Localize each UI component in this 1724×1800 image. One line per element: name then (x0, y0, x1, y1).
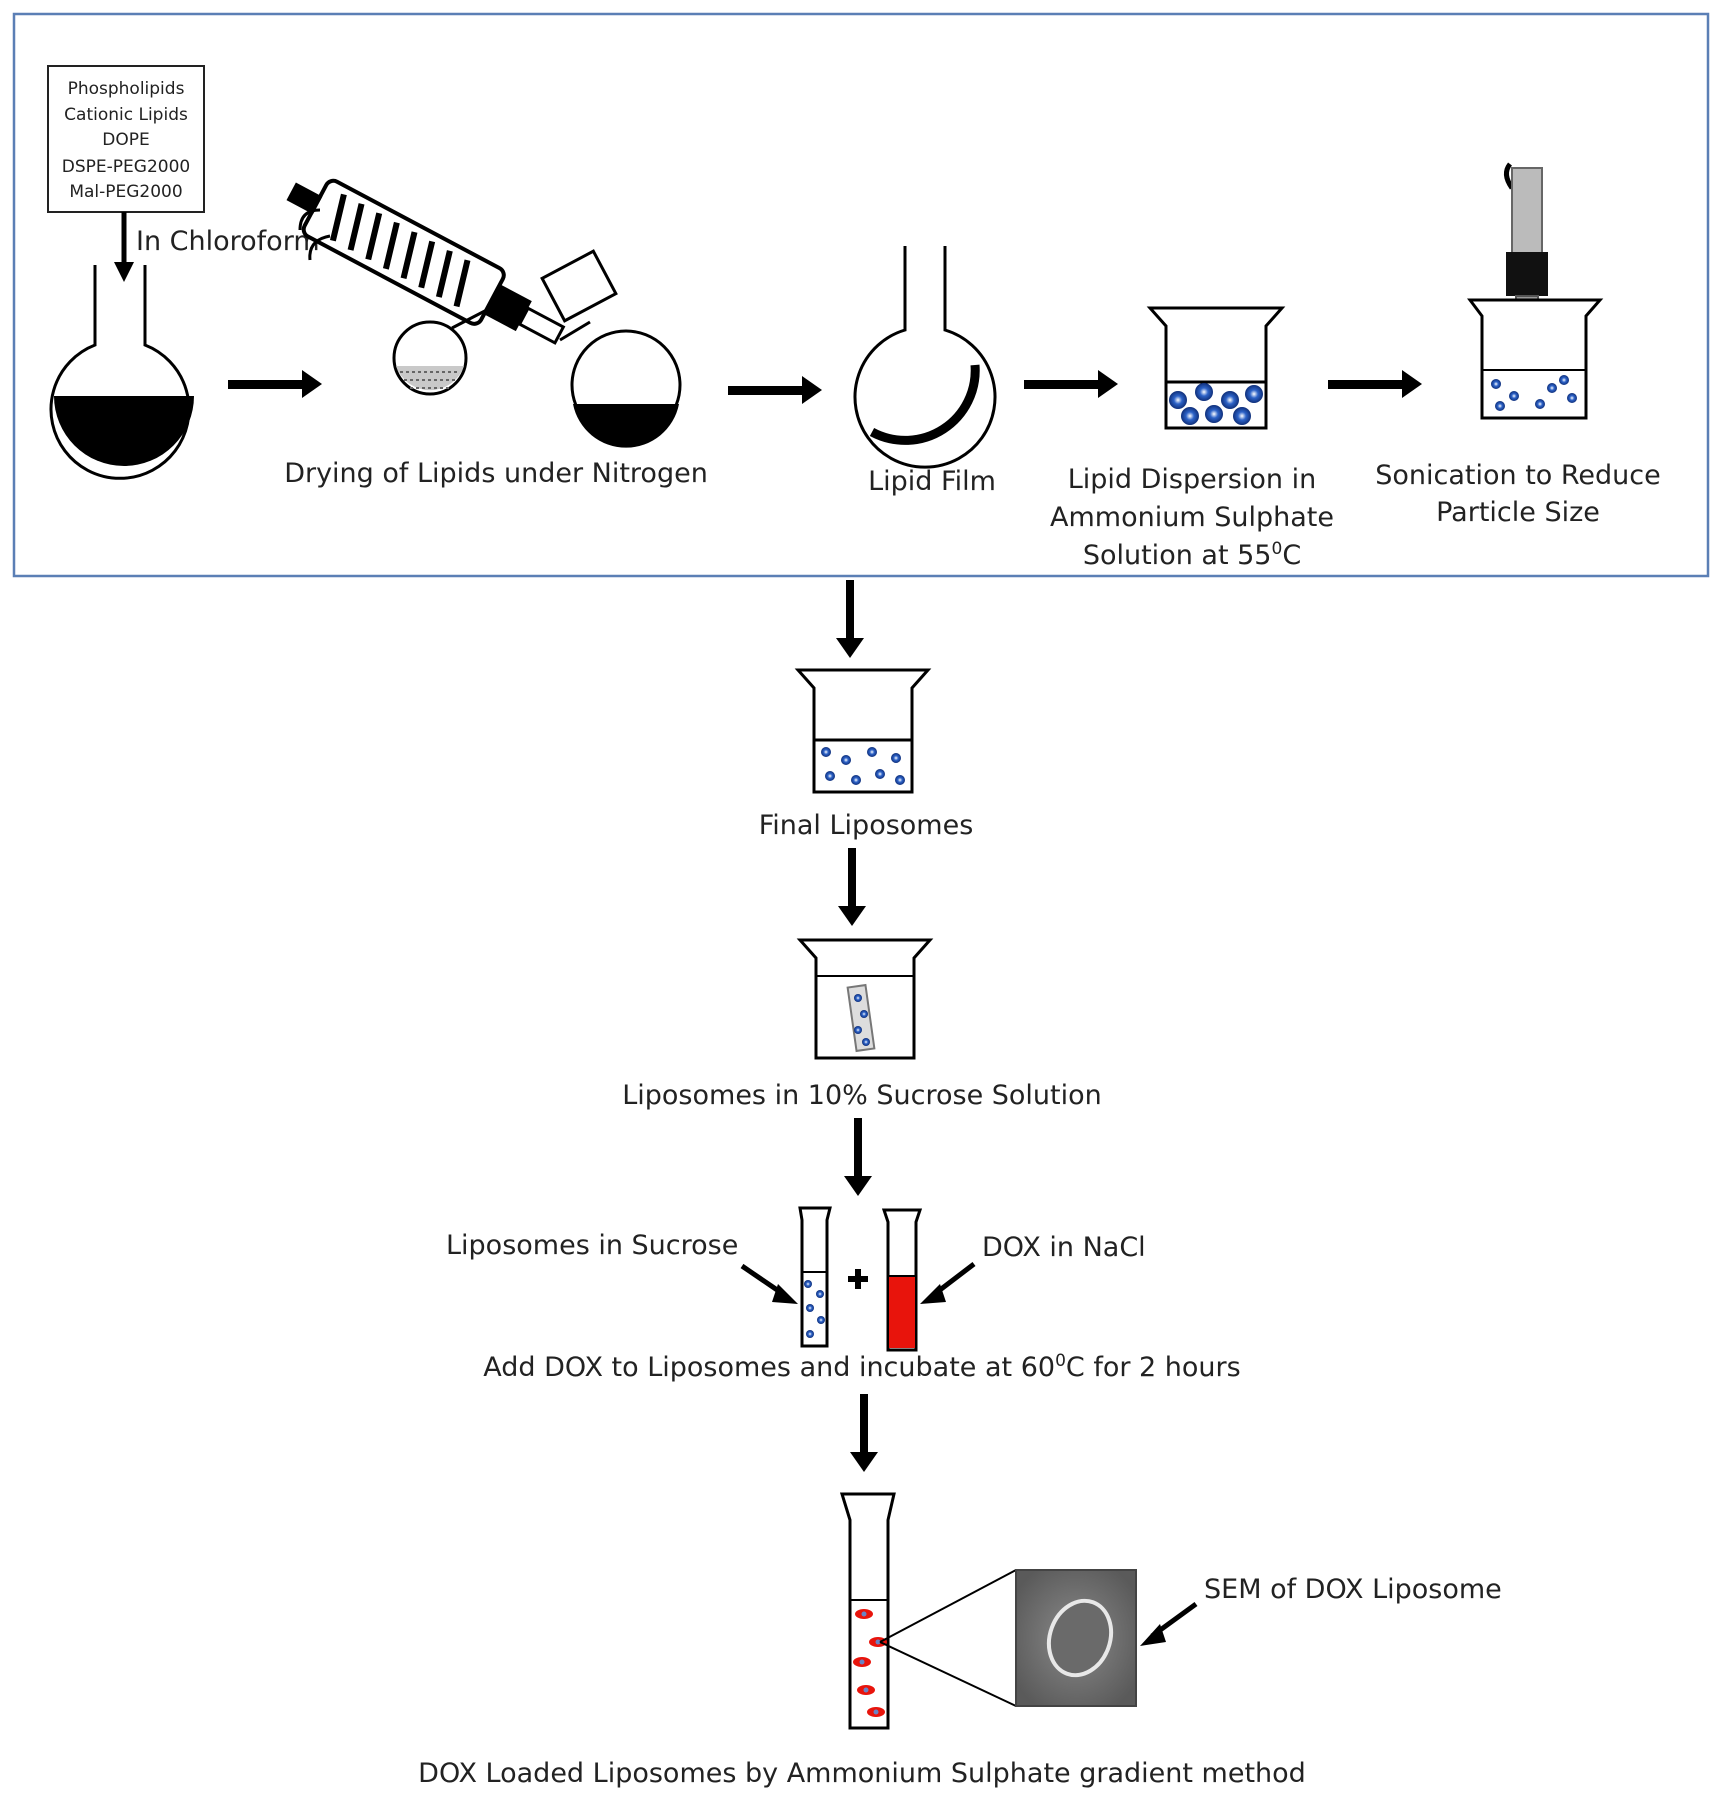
plus-icon (848, 1269, 868, 1289)
pointer-arrow-left (740, 1263, 798, 1304)
sem-image (1015, 1569, 1137, 1707)
arrow-right-2 (728, 376, 822, 404)
sonicator-icon (1467, 162, 1604, 420)
pointer-arrow-sem (1140, 1601, 1198, 1646)
zoom-lines (879, 1569, 1017, 1707)
arrow-down-3 (844, 1118, 872, 1196)
dox-in-nacl-label: DOX in NaCl (982, 1232, 1146, 1263)
sem-label: SEM of DOX Liposome (1204, 1574, 1502, 1605)
ingredient-5: Mal-PEG2000 (69, 182, 182, 202)
dispersion-label-1: Lipid Dispersion in (1068, 464, 1317, 495)
sucrose-beaker-icon (796, 938, 934, 1060)
lipid-film-flask-icon (853, 246, 997, 469)
ingredient-3: DOPE (102, 130, 149, 150)
drying-label: Drying of Lipids under Nitrogen (284, 458, 708, 489)
rotary-evaporator-icon (286, 178, 682, 448)
process-frame (12, 12, 1710, 578)
dispersion-beaker-icon (1146, 306, 1286, 430)
dox-tube-icon (881, 1208, 923, 1352)
dispersion-label-2: Ammonium Sulphate (1050, 502, 1334, 533)
sonication-label-1: Sonication to Reduce (1375, 460, 1661, 491)
dispersion-label-3: Solution at 550C (1083, 539, 1301, 571)
arrow-down-4 (850, 1394, 878, 1472)
arrow-down-1 (836, 580, 864, 658)
arrow-right-1 (228, 370, 322, 398)
ingredient-2: Cationic Lipids (64, 105, 188, 125)
arrow-to-flask (114, 212, 134, 282)
final-method-label: DOX Loaded Liposomes by Ammonium Sulphat… (418, 1758, 1306, 1789)
arrow-right-4 (1328, 370, 1422, 398)
liposomes-in-sucrose-label: Liposomes in Sucrose (446, 1230, 738, 1261)
ingredients-box: Phospholipids Cationic Lipids DOPE DSPE-… (47, 65, 205, 213)
in-chloroform-label: In Chloroform (136, 226, 320, 257)
sucrose-solution-label: Liposomes in 10% Sucrose Solution (622, 1080, 1102, 1111)
ingredient-4: DSPE-PEG2000 (62, 157, 190, 177)
pointer-arrow-right (920, 1262, 976, 1304)
liposome-tube-icon (798, 1206, 832, 1348)
arrow-right-3 (1024, 370, 1118, 398)
sonication-label-2: Particle Size (1436, 497, 1600, 528)
flask-icon (49, 265, 194, 480)
ingredient-1: Phospholipids (68, 79, 185, 99)
arrow-down-2 (838, 848, 866, 926)
incubate-label: Add DOX to Liposomes and incubate at 600… (483, 1351, 1240, 1383)
lipid-film-label: Lipid Film (868, 466, 996, 497)
final-liposomes-beaker-icon (794, 668, 932, 794)
dox-liposome-tube-icon (839, 1492, 896, 1730)
final-liposomes-label: Final Liposomes (759, 810, 974, 841)
